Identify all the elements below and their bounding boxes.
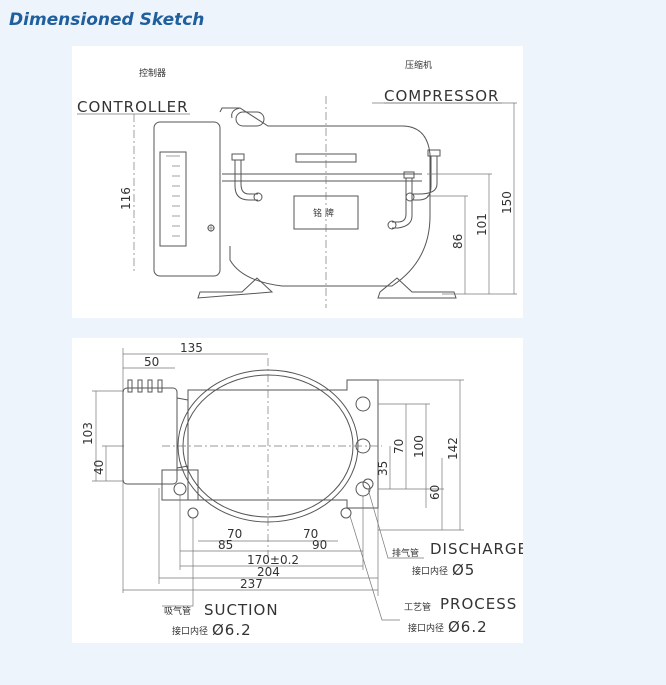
suction-cn-label: 吸气管	[164, 605, 191, 617]
discharge-size-cn: 接口内径	[412, 565, 448, 577]
controller-top	[122, 379, 189, 485]
process-size-cn: 接口内径	[408, 622, 444, 634]
dim-d86: 86	[451, 234, 465, 249]
discharge-tube-side	[387, 149, 441, 230]
dim-controller-height: 116	[119, 187, 133, 210]
dim-d142: 142	[446, 437, 460, 460]
suction-port-top	[187, 507, 199, 519]
dim-d40: 40	[92, 460, 106, 475]
nameplate-label: 铭 牌	[313, 207, 334, 219]
page-title: Dimensioned Sketch	[9, 10, 205, 30]
compressor-cn-label: 压缩机	[405, 59, 432, 71]
suction-size-cn: 接口内径	[172, 625, 208, 637]
dim-d50: 50	[144, 355, 159, 369]
process-port-top	[340, 507, 352, 519]
side-view-drawing: 控制器 CONTROLLER 压缩机 COMPRESSOR 116 铭 牌	[72, 46, 523, 318]
process-leader	[349, 515, 400, 621]
compressor-body: 铭 牌	[197, 107, 457, 299]
dim-d85: 85	[218, 538, 233, 552]
suction-size: Ø6.2	[212, 621, 252, 639]
dim-d100: 100	[412, 435, 426, 458]
dim-d70v: 70	[392, 439, 406, 454]
controller-label: CONTROLLER	[77, 98, 189, 116]
suction-label: SUCTION	[204, 601, 279, 619]
compressor-label: COMPRESSOR	[384, 87, 499, 105]
mounting-base	[161, 379, 379, 509]
process-cn-label: 工艺管	[404, 601, 431, 613]
dim-d60: 60	[428, 485, 442, 500]
suction-leader	[162, 518, 194, 607]
dim-d101: 101	[475, 213, 489, 236]
discharge-label: DISCHARGE	[430, 540, 523, 558]
dim-d170: 170±0.2	[247, 553, 299, 567]
dim-d70b: 70	[303, 527, 318, 541]
controller-cn-label: 控制器	[139, 67, 166, 79]
dim-d237: 237	[240, 577, 263, 591]
top-view-drawing: 135 50 103 40 142 100 70	[72, 338, 523, 643]
suction-tube-side	[231, 153, 263, 202]
dim-overall-height: 150	[500, 191, 514, 214]
dim-d70a: 70	[227, 527, 242, 541]
discharge-cn-label: 排气管	[392, 547, 419, 559]
controller-body	[153, 121, 221, 277]
process-size: Ø6.2	[448, 618, 488, 636]
top-view-svg: 135 50 103 40 142 100 70	[81, 341, 523, 639]
dim-d103: 103	[81, 422, 95, 445]
discharge-size: Ø5	[452, 561, 475, 579]
process-label: PROCESS	[440, 595, 517, 613]
discharge-leader	[367, 488, 424, 559]
dim-d90: 90	[312, 538, 327, 552]
side-view-svg: 控制器 CONTROLLER 压缩机 COMPRESSOR 116 铭 牌	[77, 59, 517, 308]
dim-d204: 204	[257, 565, 280, 579]
dim-d35: 35	[376, 461, 390, 476]
dim-d135: 135	[180, 341, 203, 355]
